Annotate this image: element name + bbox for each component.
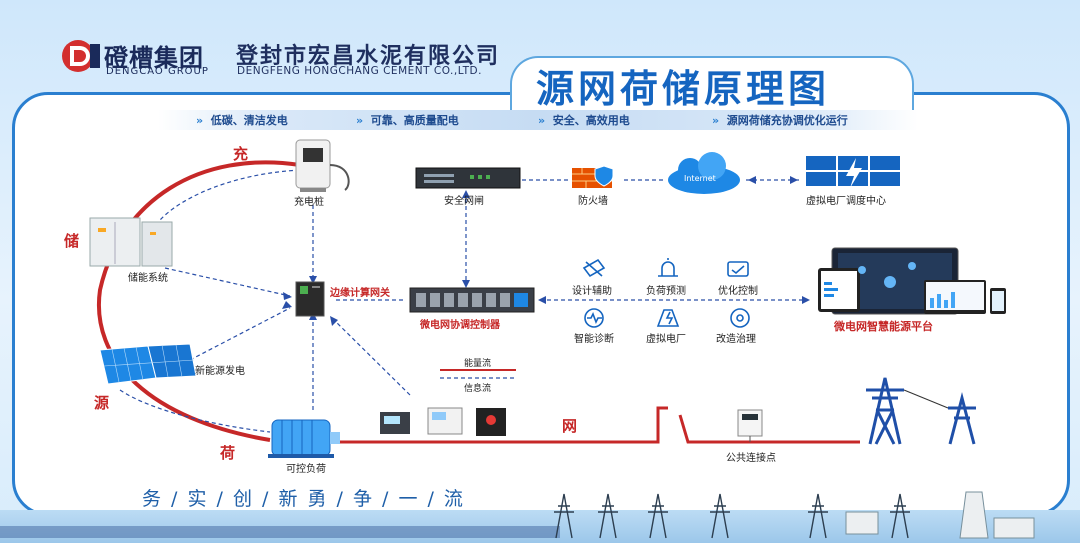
edge-gateway-icon	[295, 281, 325, 317]
motor-icon	[268, 419, 340, 458]
platform-label: 微电网智慧能源平台	[834, 320, 933, 333]
brand-name-en: DENGCAO GROUP	[106, 66, 209, 77]
virtual-plant-icon	[656, 309, 680, 327]
common-point-label: 公共连接点	[726, 453, 776, 464]
controller-icon	[409, 287, 535, 313]
title-tab	[510, 56, 914, 112]
energy-arc	[96, 160, 301, 442]
firewall-icon	[572, 165, 614, 188]
group-logo-icon	[62, 40, 100, 72]
internet-cloud-icon	[668, 152, 740, 194]
function-label: 虚拟电厂	[646, 334, 686, 345]
company-name: 登封市宏昌水泥有限公司	[236, 44, 501, 69]
internet-label: Internet	[684, 174, 716, 183]
solar-panel-icon	[99, 343, 197, 385]
label-load: 荷	[220, 444, 236, 462]
platform-screens-icon	[818, 247, 1006, 315]
security-gateway-icon	[415, 167, 521, 189]
transmission-tower-icon	[866, 377, 976, 445]
edge-gateway-label: 边缘计算网关	[330, 288, 390, 299]
security-gateway-label: 安全网闸	[444, 196, 484, 207]
vpp-center-icon	[806, 156, 900, 188]
new-energy-label: 新能源发电	[195, 366, 245, 377]
motto: 务 / 实 / 创 / 新 勇 / 争 / 一 / 流	[142, 488, 465, 510]
company-name-en: DENGFENG HONGCHANG CEMENT CO.,LTD.	[237, 65, 482, 77]
slogan-item: » 源网荷储充协调优化运行	[712, 114, 848, 127]
label-source: 源	[94, 394, 110, 412]
footer-scenery	[0, 491, 1035, 539]
label-storage: 储	[64, 232, 80, 250]
slogan-bar	[158, 110, 918, 130]
load-forecast-icon	[658, 258, 678, 277]
firewall-label: 防火墙	[578, 196, 608, 207]
function-label: 改造治理	[716, 334, 756, 345]
meter-devices-icon	[380, 407, 506, 436]
brand-name: 磴槽集团	[104, 44, 204, 72]
slogan-item: » 可靠、高质量配电	[356, 114, 459, 127]
optimize-control-icon	[727, 261, 749, 277]
label-charge: 充	[233, 145, 249, 163]
legend-energy-label: 能量流	[464, 359, 492, 369]
grid-line	[340, 406, 860, 444]
page-title: 源网荷储原理图	[536, 66, 831, 111]
charging-pile-label: 充电桩	[294, 197, 324, 208]
function-label: 智能诊断	[574, 334, 614, 345]
controller-label: 微电网协调控制器	[420, 320, 500, 331]
slogan-item: » 低碳、清洁发电	[196, 114, 288, 127]
vpp-center-label: 虚拟电厂调度中心	[806, 196, 886, 207]
charging-pile-icon	[295, 139, 350, 192]
connection-meter-icon	[737, 409, 763, 442]
controllable-load-label: 可控负荷	[286, 464, 326, 475]
storage-cabinet-icon	[89, 217, 173, 267]
legend-info-label: 信息流	[464, 384, 492, 394]
function-label: 负荷预测	[646, 286, 686, 297]
function-label: 设计辅助	[572, 286, 612, 297]
label-grid: 网	[562, 417, 578, 435]
smart-diagnosis-icon	[584, 308, 604, 328]
function-label: 优化控制	[718, 286, 758, 297]
storage-system-label: 储能系统	[128, 273, 168, 284]
slogan-item: » 安全、高效用电	[538, 114, 630, 127]
retrofit-icon	[730, 308, 750, 328]
design-assist-icon	[582, 258, 606, 278]
